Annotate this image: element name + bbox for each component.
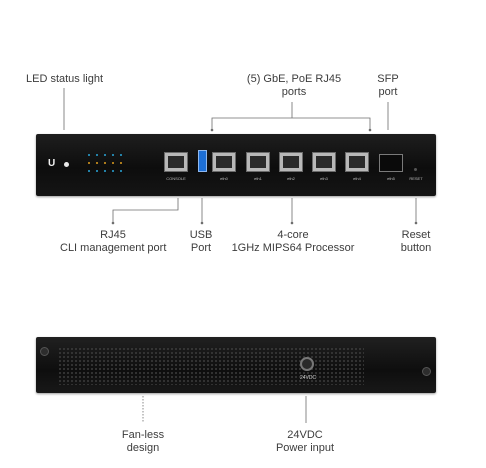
rj45-cli-label: RJ45 CLI management port (60, 229, 167, 254)
usb-port[interactable] (198, 150, 207, 172)
power-jack-label: 24VDC (299, 375, 317, 381)
sfp-port[interactable] (379, 154, 403, 172)
reset-button-name: RESET (409, 176, 423, 181)
eth0-port[interactable] (212, 152, 236, 172)
ground-screw (40, 347, 49, 356)
usb-port-label: USB Port (189, 229, 213, 254)
ubiquiti-logo: U (48, 158, 56, 169)
eth2-label: eth2 (287, 176, 295, 181)
fanless-label: Fan-less design (121, 429, 165, 454)
eth1-label: eth1 (254, 176, 262, 181)
reset-button[interactable] (414, 168, 417, 171)
reset-button-label: Reset button (400, 229, 432, 254)
sfp-port-label: SFP port (377, 73, 399, 98)
eth0-label: eth0 (220, 176, 228, 181)
sfp-port-name: eth5 (387, 176, 395, 181)
led-status-label: LED status light (26, 73, 104, 85)
eth4-label: eth4 (353, 176, 361, 181)
eth3-port[interactable] (312, 152, 336, 172)
led-status-light (64, 162, 69, 167)
rj45-leader (112, 198, 179, 223)
poe-ports-label: (5) GbE, PoE RJ45 ports (246, 73, 342, 98)
router-front-panel: U CONSOLE eth0 eth1 eth2 eth3 eth4 eth5 … (36, 134, 436, 196)
console-port-label: CONSOLE (166, 176, 186, 181)
power-dc-jack[interactable] (300, 357, 314, 371)
ground-terminal (422, 367, 431, 376)
router-back-panel: 24VDC (36, 337, 436, 393)
power-input-label: 24VDC Power input (275, 429, 335, 454)
eth1-port[interactable] (246, 152, 270, 172)
console-rj45-port[interactable] (164, 152, 188, 172)
processor-label: 4-core 1GHz MIPS64 Processor (231, 229, 355, 254)
eth3-label: eth3 (320, 176, 328, 181)
eth4-port[interactable] (345, 152, 369, 172)
ports-bracket (211, 117, 371, 130)
eth2-port[interactable] (279, 152, 303, 172)
